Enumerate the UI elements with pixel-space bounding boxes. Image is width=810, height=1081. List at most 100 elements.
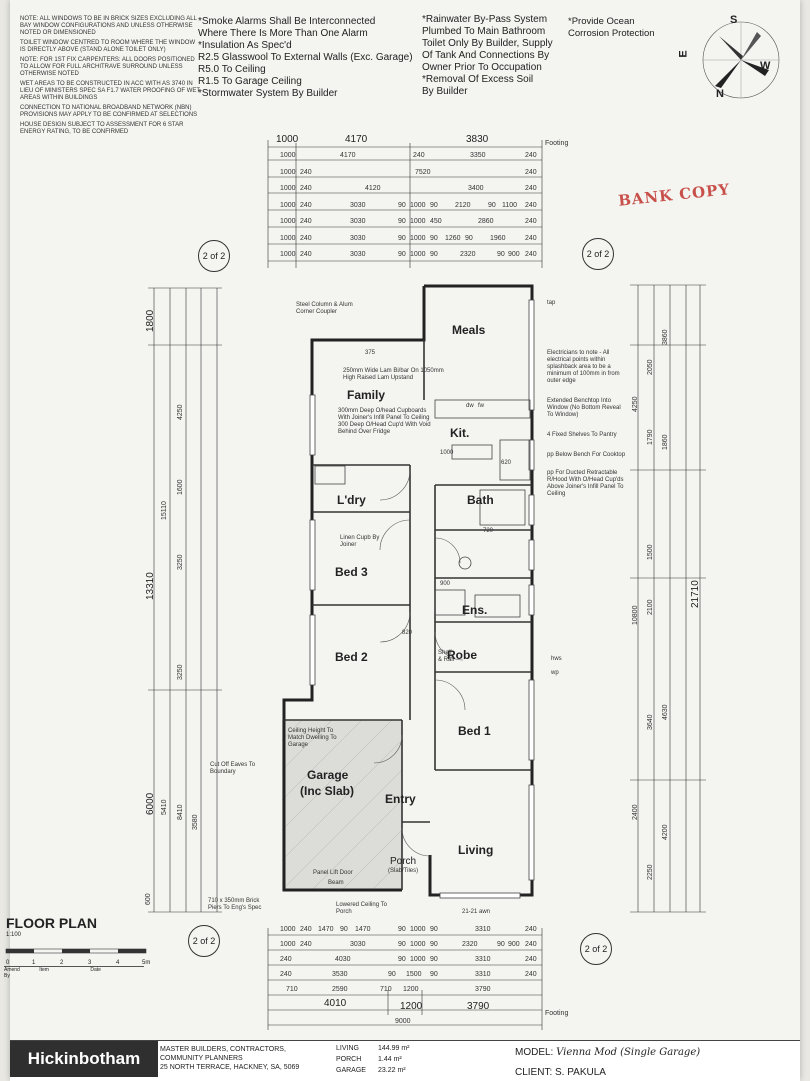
- note-3: Note: for 1st fix carpenters: all doors …: [20, 57, 195, 77]
- room-porch: Porch: [390, 856, 417, 867]
- dim-375: 375: [365, 350, 376, 356]
- spec-1-6: R1.5 To Garage Ceiling: [198, 76, 302, 87]
- sheet-ref-top-right: 2 of 2: [582, 238, 614, 270]
- top-r7-7: 90: [497, 251, 505, 258]
- kitchen-fixtures: [314, 399, 531, 618]
- left-inner-1: 4250: [177, 404, 184, 420]
- right-inner-9: 2400: [632, 804, 639, 820]
- room-garage: Garage: [307, 768, 349, 782]
- top-r4-4: 1000: [410, 202, 426, 209]
- scale-mark-5: 5m: [142, 960, 151, 966]
- compass-n: N: [716, 88, 724, 100]
- right-inner-2: 2050: [647, 359, 654, 375]
- left-total: 13310: [145, 572, 156, 600]
- top-r7-1: 240: [300, 251, 312, 258]
- right-inner-4: 1860: [662, 434, 669, 450]
- top-r5-0: 1000: [280, 218, 296, 225]
- note-linen: Linen Cupb By Joiner: [340, 535, 380, 548]
- note-fw: fw: [478, 403, 484, 409]
- note-cooktop: pp Below Bench For Cooktop: [547, 452, 626, 458]
- top-r2-1: 240: [300, 169, 312, 176]
- scale-mark-4: 4: [116, 960, 120, 966]
- note-4: Wet areas to be constructed in ACC with …: [20, 81, 200, 101]
- top-r3-1: 240: [300, 185, 312, 192]
- note-cupboards: 300mm Deep O/head Cupboards With Joiner'…: [338, 408, 431, 435]
- spec-1-3: *Insulation As Spec'd: [198, 40, 292, 51]
- bot-r4-4: 90: [430, 971, 438, 978]
- model-value: Vienna Mod (Single Garage): [556, 1047, 701, 1058]
- room-bed3: Bed 3: [335, 565, 368, 579]
- bot-main-1: 4010: [324, 998, 347, 1009]
- company-details: Master Builders, Contractors, Community …: [160, 1045, 299, 1072]
- spec-1-5: R5.0 To Ceiling: [198, 64, 266, 75]
- bot-r3-1: 4030: [335, 956, 351, 963]
- note-brick-piers: 710 x 350mm Brick Piers To Eng's Spec: [208, 898, 262, 911]
- right-inner-1: 4250: [632, 396, 639, 412]
- room-entry: Entry: [385, 792, 416, 806]
- top-r7-4: 1000: [410, 251, 426, 258]
- sheet-ref-bottom-right: 2 of 2: [580, 933, 612, 965]
- left-inner-8: 600: [145, 893, 152, 905]
- spec-1-2: Where There Is More Than One Alarm: [198, 28, 368, 39]
- top-r1-0: 1000: [280, 152, 296, 159]
- top-r1-3: 3350: [470, 152, 486, 159]
- left-inner-6: 8410: [177, 804, 184, 820]
- bot-r2-1: 240: [300, 941, 312, 948]
- bot-r4-0: 240: [280, 971, 292, 978]
- scale-mark-1: 1: [32, 960, 36, 966]
- interior-walls: [284, 340, 532, 890]
- right-sub-total: 10800: [632, 605, 639, 625]
- top-r3-2: 4120: [365, 185, 381, 192]
- floor-plan-title: FLOOR PLAN: [6, 915, 97, 931]
- scale-mark-0: 0: [6, 960, 10, 966]
- bot-r5-2: 710: [380, 986, 392, 993]
- top-r3-0: 1000: [280, 185, 296, 192]
- left-upper-1800: 1800: [145, 309, 156, 332]
- client-label: CLIENT:: [515, 1067, 553, 1078]
- bot-r1-0: 1000: [280, 926, 296, 933]
- dim-620: 620: [501, 460, 512, 466]
- company-line-1: Master Builders, Contractors,: [160, 1046, 286, 1053]
- note-tap: tap: [547, 300, 556, 306]
- bot-r5-3: 1200: [403, 986, 419, 993]
- top-r7-2: 3030: [350, 251, 366, 258]
- room-ensuite: Ens.: [462, 603, 488, 617]
- model-label: MODEL:: [515, 1047, 554, 1058]
- bot-r5-0: 710: [286, 986, 298, 993]
- top-r5-7: 240: [525, 218, 537, 225]
- top-main-2: 4170: [345, 134, 368, 145]
- top-r7-5: 90: [430, 251, 438, 258]
- bot-r1-8: 3310: [475, 926, 491, 933]
- bot-r1-4: 1470: [355, 926, 371, 933]
- bot-r4-3: 1500: [406, 971, 422, 978]
- top-r4-7: 90: [488, 202, 496, 209]
- bot-r2-7: 90: [497, 941, 505, 948]
- top-r2-0: 1000: [280, 169, 296, 176]
- area-porch-value: 1.44 m²: [378, 1056, 402, 1063]
- bot-r1-9: 240: [525, 926, 537, 933]
- top-footing: Footing: [545, 140, 569, 147]
- sheet-ref-bottom-left: 2 of 2: [188, 925, 220, 957]
- door-swings: [373, 469, 466, 857]
- bot-footing: Footing: [545, 1010, 569, 1017]
- top-r4-0: 1000: [280, 202, 296, 209]
- dim-820: 820: [402, 630, 413, 636]
- spec-2-5: Owner Prior To Occupation: [422, 62, 542, 73]
- top-r5-2: 3030: [350, 218, 366, 225]
- top-main-1: 1000: [276, 134, 299, 145]
- company-line-3: 25 North Terrace, Hackney, SA, 5069: [160, 1064, 300, 1071]
- amendment-table: Amend Item Date By: [4, 966, 144, 979]
- left-inner-4: 3250: [177, 664, 184, 680]
- bot-r4-1: 3530: [332, 971, 348, 978]
- bot-r3-3: 1000: [410, 956, 426, 963]
- spec-1-7: *Stormwater System By Builder: [198, 88, 338, 99]
- bot-r2-4: 1000: [410, 941, 426, 948]
- client-value: S. PAKULA: [555, 1067, 606, 1078]
- top-r4-5: 90: [430, 202, 438, 209]
- note-panel-door: Panel Lift Door: [313, 870, 353, 876]
- plan-sheet: Note: all windows to be in brick sizes e…: [4, 0, 800, 1081]
- company-line-2: Community Planners: [160, 1055, 243, 1062]
- top-r6-3: 90: [398, 235, 406, 242]
